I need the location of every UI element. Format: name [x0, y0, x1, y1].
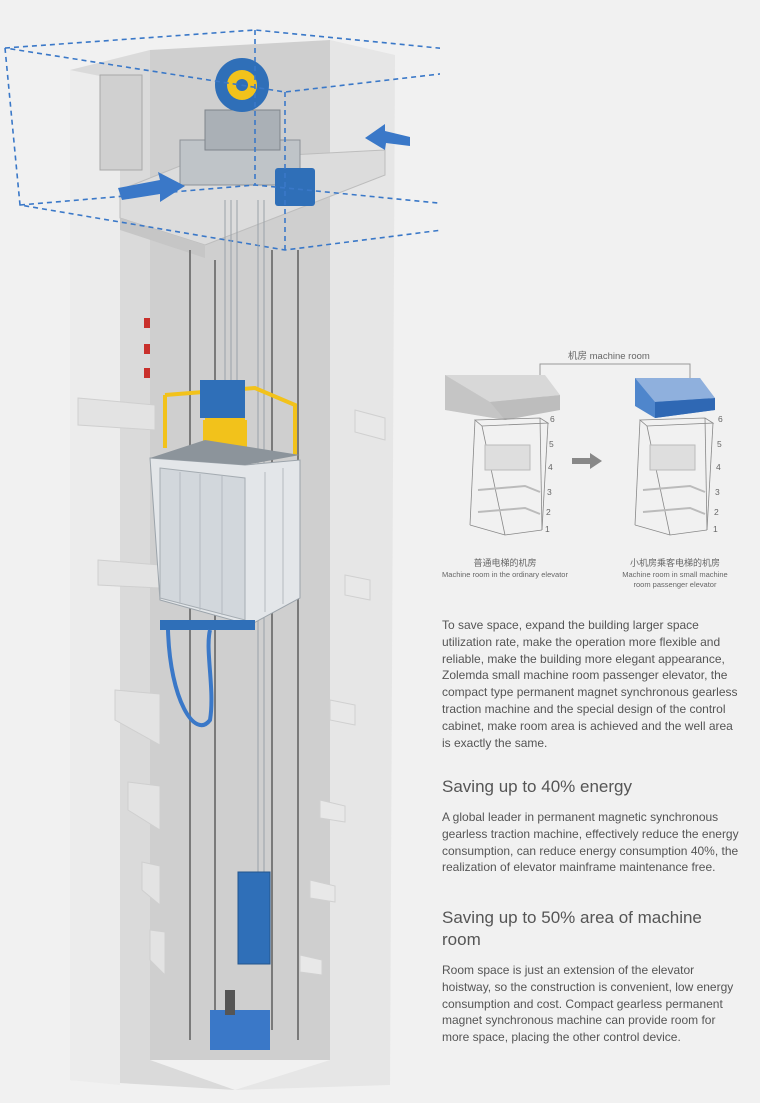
area-section-body: Room space is just an extension of the e…: [442, 963, 734, 1045]
travelling-cable: [166, 629, 214, 728]
arrow-in-left-icon: [118, 172, 185, 202]
shaft-front-left-edge: [70, 70, 120, 1085]
energy-section-title: Saving up to 40% energy: [442, 777, 632, 796]
floor-number: 6: [718, 414, 723, 424]
intro-paragraph: To save space, expand the building large…: [442, 618, 738, 750]
shaft-right-wall: [235, 40, 395, 1090]
machine-room-outline: [4, 29, 440, 251]
floor-number: 5: [717, 439, 722, 449]
ordinary-caption-cn: 普通电梯的机房: [473, 557, 536, 568]
ordinary-caption-en: Machine room in the ordinary elevator: [442, 570, 568, 579]
floor-number: 2: [546, 507, 551, 517]
machine-room-comparison-diagram: 机房 machine room 6 5 4 3 2: [442, 350, 728, 589]
landing-indicators: [144, 318, 150, 378]
floor-number: 4: [548, 462, 553, 472]
control-cabinet: [99, 74, 143, 171]
energy-section-body: A global leader in permanent magnetic sy…: [442, 810, 739, 875]
small-caption-cn: 小机房乘客电梯的机房: [630, 557, 720, 568]
floor-number: 1: [545, 524, 550, 534]
floor-number: 6: [550, 414, 555, 424]
floor-number: 2: [714, 507, 719, 517]
floor-number: 1: [713, 524, 718, 534]
floor-number: 3: [715, 487, 720, 497]
comparison-arrow-icon: [572, 453, 602, 469]
floor-number: 3: [547, 487, 552, 497]
elevator-shaft-illustration: [4, 29, 440, 1090]
small-caption-en-line2: room passenger elevator: [634, 580, 717, 589]
small-caption-en-line1: Machine room in small machine: [622, 570, 727, 579]
floor-numbers-left: 6 5 4 3 2 1: [545, 414, 555, 534]
floor-numbers-right: 6 5 4 3 2 1: [713, 414, 723, 534]
machine-room-label: 机房 machine room: [568, 350, 650, 362]
pit-buffer: [210, 1010, 270, 1050]
floor-number: 5: [549, 439, 554, 449]
small-shaft-wireframe: [634, 417, 715, 536]
floor-slabs-left: [77, 397, 166, 977]
counterweight: [237, 871, 271, 965]
hoist-cables: [224, 200, 265, 880]
floor-number: 4: [716, 462, 721, 472]
floor-slabs-right: [299, 409, 386, 976]
arrow-in-right-icon: [365, 124, 410, 150]
label-bracket: [539, 363, 691, 380]
area-section-title: Saving up to 50% area of machine room: [442, 908, 702, 949]
ordinary-shaft-wireframe: [469, 417, 550, 536]
